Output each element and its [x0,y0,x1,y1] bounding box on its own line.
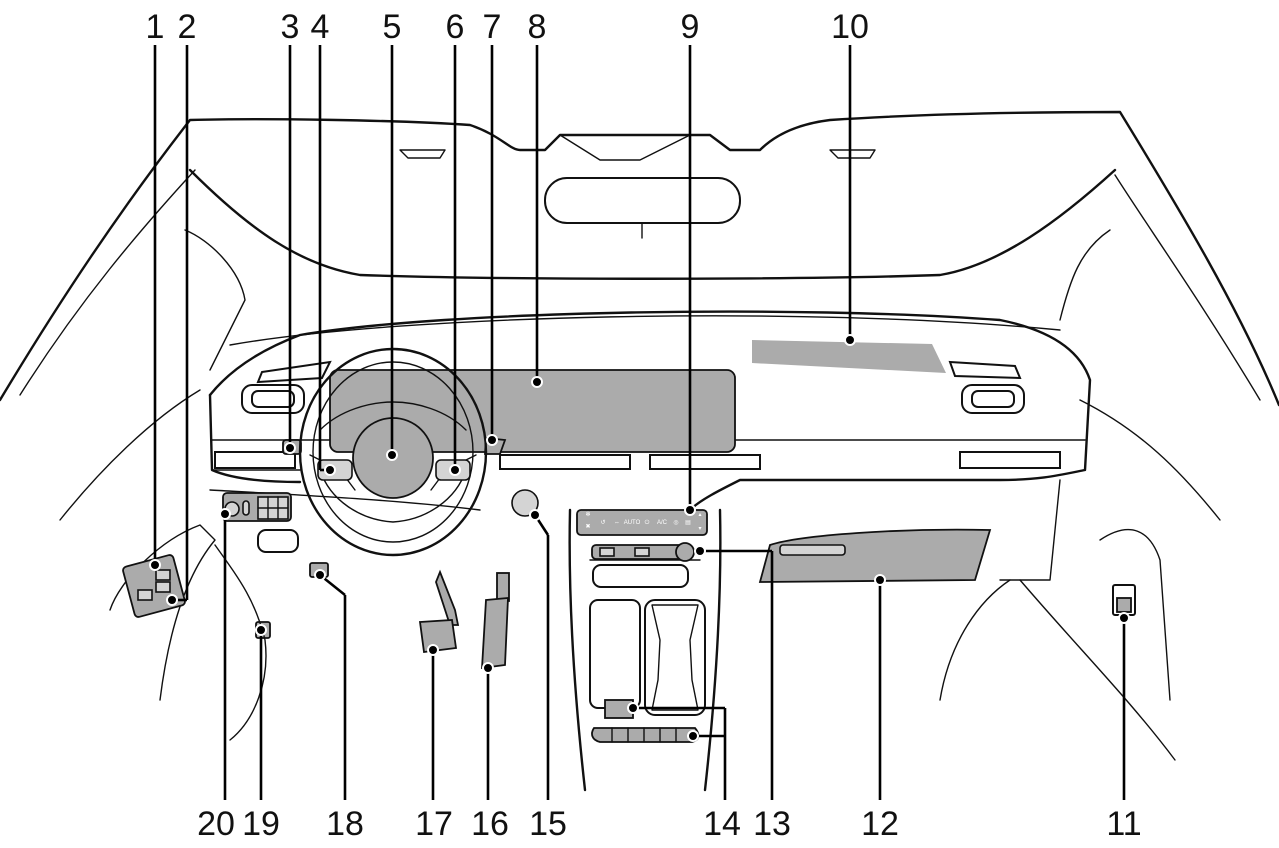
climate-button-6: A/C [657,520,668,526]
callout-16: 16 [471,805,509,843]
callout-labels-bottom: 11 12 13 14 15 16 17 18 19 20 [197,805,1142,843]
rearview-mirror [544,134,741,239]
callout-9: 9 [681,8,700,46]
callout-13: 13 [753,805,791,843]
driver-door-window-switches [109,524,216,701]
callout-5: 5 [383,8,402,46]
climate-button-10: ▾ [698,526,701,532]
climate-button-1: ✖ [585,523,590,530]
callout-14: 14 [703,805,741,843]
brake-pedal [418,619,458,654]
driver-door-window-lock-switch [137,589,153,601]
callout-12: 12 [861,805,899,843]
callout-18: 18 [326,805,364,843]
passenger-airbag-area [752,340,946,373]
center-console [568,508,722,792]
climate-button-7: ◎ [673,520,678,526]
climate-button-5: ⏻ [645,519,650,526]
callout-4: 4 [311,8,330,46]
callout-1: 1 [146,8,165,46]
callout-10: 10 [831,8,869,46]
climate-button-3: ⇔ [614,520,620,526]
callout-6: 6 [446,8,465,46]
glove-box-handle [779,544,846,556]
accelerator-pedal [481,597,509,670]
callout-2: 2 [178,8,197,46]
callout-11: 11 [1106,805,1141,843]
callout-7: 7 [483,8,502,46]
callout-20: 20 [197,805,235,843]
climate-control-panel: ✻ ✖ ↺ ⇔ AUTO ⏻ A/C ◎ ▤ ▴ ▾ [576,509,708,536]
engine-start-stop-button [511,489,539,517]
callout-15: 15 [529,805,567,843]
knee-panel [257,529,299,553]
leader-dots [149,334,1130,742]
lower-console-button-strip [591,727,700,743]
climate-button-8: ▤ [685,520,691,526]
callout-19: 19 [242,805,280,843]
passenger-door-switch [939,529,1176,761]
callout-8: 8 [528,8,547,46]
climate-button-9: ▴ [698,512,701,518]
climate-button-0: ✻ [585,511,590,518]
central-display-screen [329,369,736,453]
side-panels [59,229,1221,521]
callout-labels-top: 1 2 3 4 5 6 7 8 9 10 [146,8,869,46]
windshield-frame [0,110,1279,407]
pedals [418,569,510,670]
callout-3: 3 [281,8,300,46]
climate-button-2: ↺ [600,519,605,526]
callout-17: 17 [415,805,453,843]
leader-lines [153,45,1126,800]
door-sill [214,544,267,741]
glove-box [758,528,992,583]
center-console-switch-row [591,542,695,562]
light-switch-panel [222,492,292,522]
climate-button-4: AUTO [624,520,641,526]
air-vents [214,360,1061,470]
